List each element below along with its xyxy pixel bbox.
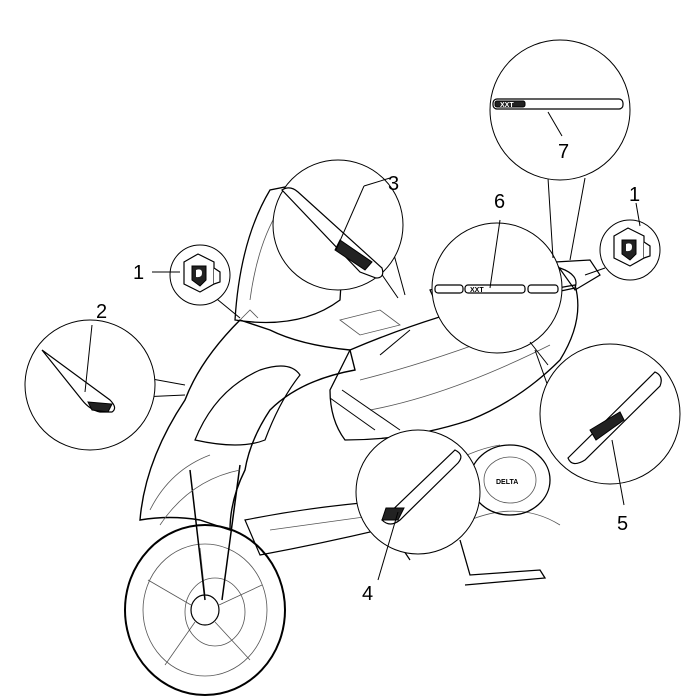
decal-7-strip bbox=[492, 98, 624, 110]
decal-7-logo bbox=[494, 100, 526, 108]
handlebar bbox=[339, 309, 401, 336]
leader-6-a bbox=[379, 329, 411, 356]
front-wheel bbox=[124, 524, 286, 696]
detail-circle-2: 2 bbox=[24, 301, 186, 451]
decal-2-badge bbox=[87, 401, 113, 413]
rear-wheel-hint bbox=[469, 510, 561, 526]
callout-4: 4 bbox=[362, 583, 373, 605]
leader-5-num bbox=[611, 439, 625, 506]
engine-badge-text: DELTA bbox=[496, 479, 518, 486]
leader-4-num bbox=[377, 511, 399, 581]
decal-7-text: XXT bbox=[500, 102, 514, 109]
leader-3-num-a bbox=[335, 185, 365, 251]
decal-6-text: XXT bbox=[470, 287, 484, 294]
detail-circle-1-left: 1 bbox=[133, 244, 241, 319]
front-emblem-base bbox=[239, 309, 259, 321]
front-fork bbox=[189, 464, 241, 601]
decal-6-seg-3 bbox=[527, 284, 559, 294]
decal-4-strip bbox=[381, 449, 462, 525]
callout-5: 5 bbox=[617, 513, 628, 535]
center-stand bbox=[459, 539, 547, 586]
leader-7-b bbox=[569, 177, 586, 261]
emblem-1-left-tab bbox=[213, 267, 221, 285]
callout-1-right: 1 bbox=[629, 184, 640, 206]
circle-5 bbox=[539, 343, 681, 485]
callout-7: 7 bbox=[558, 141, 569, 163]
fairing-line-2 bbox=[159, 469, 241, 526]
emblem-1-left-glyph bbox=[196, 269, 202, 278]
callout-1-left: 1 bbox=[133, 262, 144, 284]
leader-3-num-b bbox=[363, 177, 391, 187]
body-line-2 bbox=[369, 344, 551, 411]
callout-6: 6 bbox=[494, 191, 505, 213]
leader-6-num bbox=[489, 219, 501, 289]
brake-disc bbox=[184, 577, 246, 647]
fairing-line-1 bbox=[149, 454, 211, 511]
detail-circle-1-right: 1 bbox=[584, 184, 661, 281]
scooter-drawing: DELTA bbox=[124, 179, 601, 696]
tail bbox=[553, 259, 601, 291]
circle-7 bbox=[489, 39, 631, 181]
detail-circle-5: 5 bbox=[529, 341, 681, 535]
leader-7-num bbox=[547, 111, 563, 137]
detail-circle-6: XXT 6 bbox=[379, 191, 563, 356]
leader-4-b bbox=[341, 389, 401, 431]
leader-1b bbox=[635, 202, 641, 227]
headlight-panel bbox=[194, 365, 301, 446]
leader-7-a bbox=[547, 177, 554, 259]
decal-4-badge bbox=[381, 507, 405, 521]
leader-1b-to-bike bbox=[584, 267, 606, 276]
detail-circle-4: 4 bbox=[329, 389, 481, 605]
callout-2: 2 bbox=[96, 301, 107, 323]
detail-circle-7: XXT 7 bbox=[489, 39, 631, 261]
leader-4-a bbox=[329, 397, 376, 431]
leader-2-num bbox=[84, 324, 93, 393]
decal-3-logo bbox=[334, 239, 373, 271]
front-fairing bbox=[139, 319, 356, 531]
callout-3: 3 bbox=[388, 173, 399, 195]
decal-6-seg-2 bbox=[464, 284, 526, 294]
leader-5-a bbox=[529, 341, 549, 366]
decal-5-logo bbox=[589, 411, 625, 441]
front-rim bbox=[142, 543, 268, 677]
emblem-1-right-glyph bbox=[626, 243, 632, 252]
engine-cover-inner bbox=[483, 456, 537, 504]
decal-6-seg-1 bbox=[434, 284, 464, 294]
detail-circle-3: 3 bbox=[272, 159, 406, 299]
emblem-1-right-tab bbox=[643, 241, 651, 259]
